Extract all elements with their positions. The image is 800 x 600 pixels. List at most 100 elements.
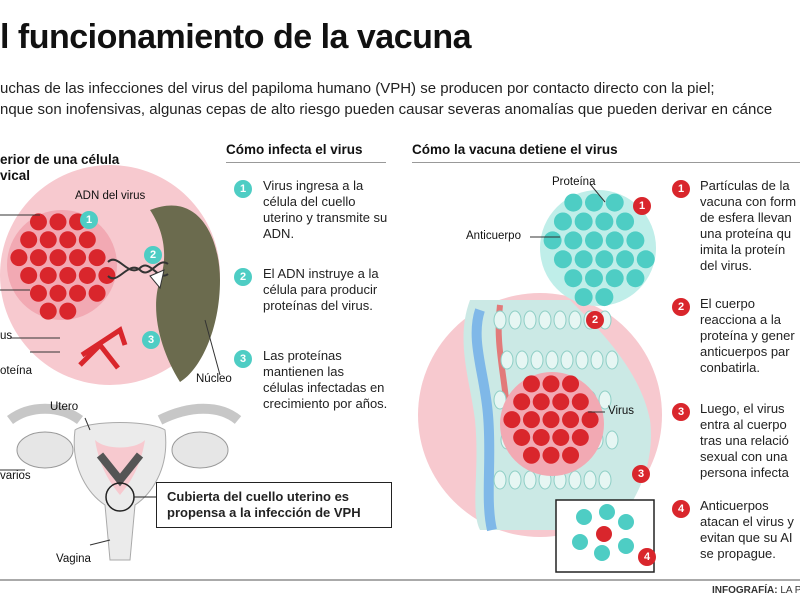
infect-step-2-badge: 2 [234,268,252,286]
right-virus-capsomere [513,393,531,411]
infect-step-1-text: Virus ingresa a la célula del cuello ute… [263,178,388,241]
vaccine-marker-1: 1 [633,197,651,215]
vaccine-capsomere [585,193,603,212]
epithelial-cell [508,310,522,330]
vaccine-capsomere [564,269,583,288]
right-virus-capsomere [542,411,560,429]
infect-heading-rule [226,162,386,163]
label-virus-right: Virus [608,405,634,417]
left-marker-2: 2 [144,246,162,264]
cervix-callout: Cubierta del cuello uterino es propensa … [156,482,392,528]
left-virus-capsomere [88,249,106,267]
vaccine-capsomere [595,288,614,307]
label-vagina: Vagina [56,553,91,565]
inset-antibody [572,534,588,550]
inset-antibody [594,545,610,561]
epithelial-cell [598,470,612,490]
right-virus-capsomere [522,375,540,393]
right-virus-capsomere [552,393,570,411]
left-virus-capsomere [20,231,38,249]
vaccine-capsomere [626,231,645,250]
vaccine-capsomere [564,193,583,212]
left-virus-capsomere [78,266,96,284]
epithelial-cell [530,350,544,370]
epithelial-cell [523,470,537,490]
intro-line-2: nque son inofensivas, algunas cepas de a… [0,101,773,118]
vaccine-capsomere [574,288,593,307]
vaccine-capsomere [616,250,635,269]
left-virus-capsomere [29,213,47,231]
credit-label: INFOGRAFÍA: [712,585,778,596]
infect-step-3-text: Las proteínas mantienen las células infe… [263,348,388,411]
infect-step-2-text: El ADN instruye a la célula para produci… [263,266,379,313]
epithelial-cell [515,350,529,370]
left-virus-capsomere [59,266,77,284]
epithelial-cell [605,350,619,370]
right-virus-capsomere [562,375,580,393]
virus-particle-left [7,210,117,320]
vaccine-marker-2: 2 [586,311,604,329]
vaccine-capsomere [626,269,645,288]
vaccine-capsomere [564,231,583,250]
epithelial-cell [493,310,507,330]
vaccine-capsomere [605,269,624,288]
epithelial-cell [605,430,619,450]
cell-nucleus [150,205,220,382]
vaccine-step-2-badge: 2 [672,298,690,316]
left-virus-capsomere [39,266,57,284]
intro-line-1: uchas de las infecciones del virus del p… [0,80,715,97]
vaccine-particle [540,190,656,307]
right-virus-capsomere [562,411,580,429]
vaccine-step-4-badge: 4 [672,500,690,518]
viral-protein [80,326,128,358]
left-virus-capsomere [78,231,96,249]
left-marker-1: 1 [80,211,98,229]
left-virus-capsomere [88,284,106,302]
left-virus-capsomere [69,249,87,267]
vaccine-step-4-text: Anticuerpos atacan el virus y evitan que… [700,498,794,561]
right-virus-capsomere [503,411,521,429]
vaccine-capsomere [553,250,572,269]
epithelial-cell [583,470,597,490]
inset-antibody [618,538,634,554]
vaccine-heading-rule [412,162,800,163]
left-virus-capsomere [20,266,38,284]
page-title: l funcionamiento de la vacuna [0,18,472,56]
ovary-right [171,431,229,469]
vaccine-step-3-badge: 3 [672,403,690,421]
right-virus-capsomere [571,428,589,446]
right-virus-capsomere [513,428,531,446]
left-virus-capsomere [39,231,57,249]
ovary-left [16,431,74,469]
infect-step-3-badge: 3 [234,350,252,368]
inset-virus [596,526,612,542]
epithelial-cell [500,350,514,370]
vaccine-capsomere [616,212,635,231]
credit-source: LA PRE [780,585,800,596]
epithelial-cell [568,310,582,330]
label-anticuerpo: Anticuerpo [466,230,521,242]
label-proteina-right: Proteína [552,176,596,188]
epithelial-cell [538,310,552,330]
epithelial-cell [493,470,507,490]
label-ovarios: varios [0,470,31,482]
right-virus-capsomere [522,411,540,429]
vaccine-capsomere [595,212,614,231]
vaccine-step-1-text: Partículas de la vacuna con form de esfe… [700,178,797,273]
label-proteina-left: oteína [0,365,32,377]
left-virus-capsomere [59,302,77,320]
cell-title-line-1: erior de una célula [0,152,120,167]
dna-arrow [149,269,165,290]
epithelial-cell [553,310,567,330]
left-virus-capsomere [10,249,28,267]
epithelial-cell [508,470,522,490]
left-virus-capsomere [98,266,116,284]
left-virus-capsomere [29,284,47,302]
vaccine-step-3-text: Luego, el virus entra al cuerpo tras una… [700,401,789,480]
vaccine-capsomere [585,269,603,288]
vaccine-capsomere [574,212,593,231]
right-virus-capsomere [532,393,550,411]
epithelial-cell [568,470,582,490]
right-virus-capsomere [571,393,589,411]
cervix-canal [96,452,144,487]
